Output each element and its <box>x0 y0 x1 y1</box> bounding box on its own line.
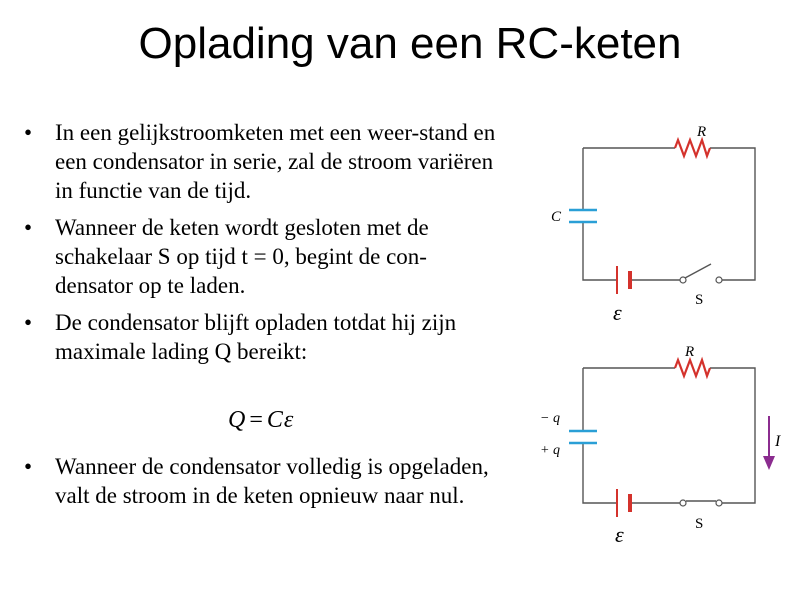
emf-label: ε <box>615 522 624 547</box>
open-circuit-diagram: R C S ε <box>551 124 756 325</box>
circuit-wires <box>582 367 756 504</box>
switch-label: S <box>695 292 703 308</box>
formula-lhs: Q <box>228 407 247 433</box>
positive-charge-label: + q <box>540 443 560 458</box>
bullet-text: Wanneer de condensator volledig is opgel… <box>55 454 489 508</box>
slide-title: Oplading van een RC-keten <box>138 19 682 68</box>
bullet-dot: • <box>24 454 33 479</box>
bullet-dot: • <box>24 120 33 145</box>
resistor-label: R <box>684 344 694 360</box>
circuit-wires <box>582 147 756 281</box>
bullet-dot: • <box>24 215 33 240</box>
capacitor-symbol <box>569 208 597 224</box>
negative-charge-label: − q <box>540 411 560 426</box>
charge-formula: Q=Cε <box>228 405 294 435</box>
bullet-item: • Wanneer de keten wordt gesloten met de… <box>22 213 502 300</box>
current-arrow-icon <box>763 416 775 470</box>
bullet-item: • Wanneer de condensator volledig is opg… <box>22 452 502 510</box>
bullet-text: Wanneer de keten wordt gesloten met de s… <box>55 215 429 298</box>
resistor-label: R <box>696 124 706 140</box>
formula-equals: = <box>249 407 264 433</box>
resistor-symbol <box>673 356 712 380</box>
closed-circuit-diagram: R − q + q I S ε <box>540 344 781 547</box>
battery-symbol <box>616 489 632 517</box>
capacitor-symbol <box>569 429 597 445</box>
switch-open <box>679 263 723 284</box>
switch-label: S <box>695 516 703 532</box>
bullet-list-after: • Wanneer de condensator volledig is opg… <box>22 452 502 518</box>
bullet-item: • In een gelijkstroomketen met een weer-… <box>22 118 502 205</box>
battery-symbol <box>616 266 632 294</box>
bullet-list: • In een gelijkstroomketen met een weer-… <box>22 118 502 374</box>
bullet-item: • De condensator blijft opladen totdat h… <box>22 308 502 366</box>
current-label: I <box>774 433 781 450</box>
bullet-dot: • <box>24 310 33 335</box>
resistor-symbol <box>673 136 712 160</box>
capacitor-label: C <box>551 209 562 225</box>
bullet-text: De condensator blijft opladen totdat hij… <box>55 310 457 364</box>
formula-rhs: Cε <box>266 407 295 433</box>
switch-closed <box>679 499 723 507</box>
emf-label: ε <box>613 300 622 325</box>
bullet-text: In een gelijkstroomketen met een weer-st… <box>55 120 496 203</box>
